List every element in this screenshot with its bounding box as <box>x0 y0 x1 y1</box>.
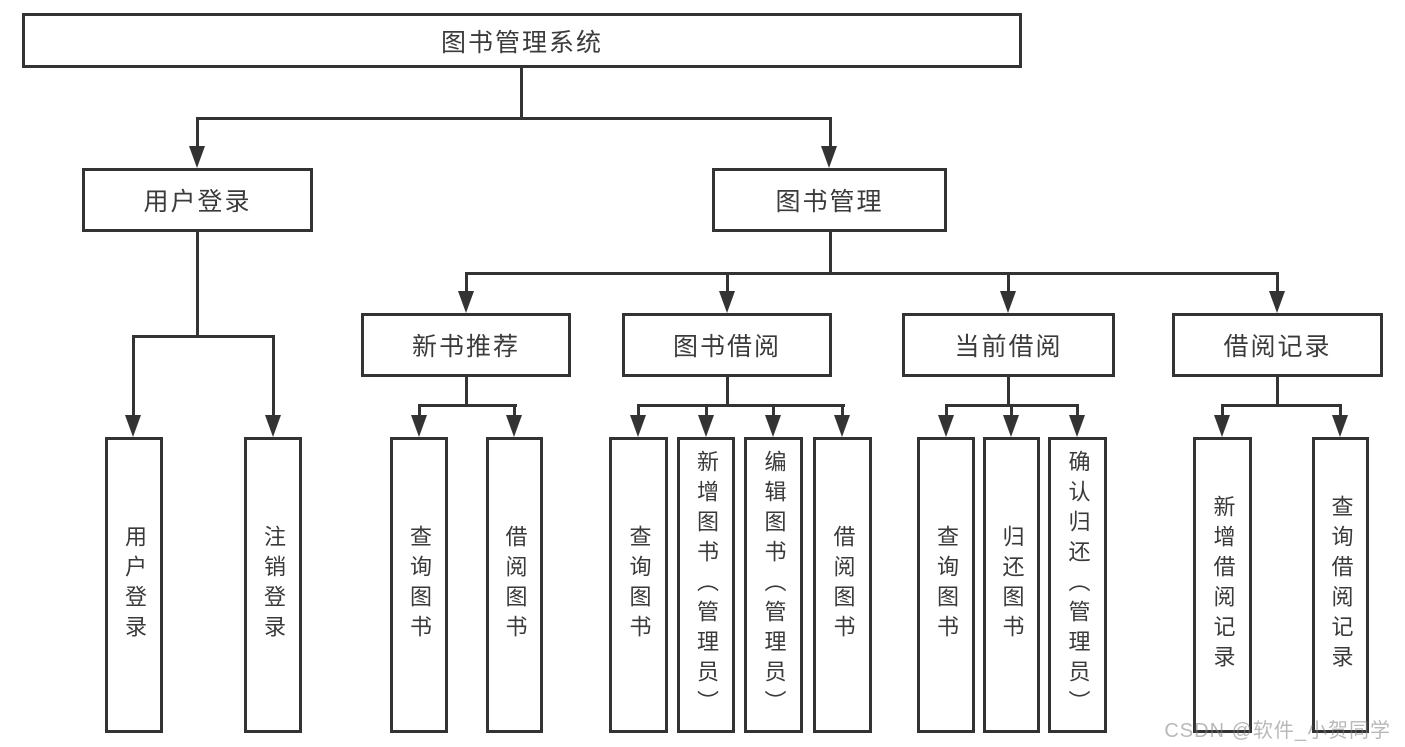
connector-l3-drop-4 <box>1276 272 1279 294</box>
node-book-borrow-label: 图书借阅 <box>672 333 781 361</box>
connector-currentborrow-drop-1 <box>945 404 948 418</box>
connector-l2-branch <box>196 117 832 120</box>
node-book-management-label: 图书管理 <box>775 188 884 216</box>
connector-bookmgmt-stem <box>829 232 832 274</box>
csdn-watermark: CSDN @软件_小贺同学 <box>1164 720 1391 742</box>
leaf-records-query-borrow-record: 查询借阅记录 <box>1312 437 1369 733</box>
arrow-down-icon <box>506 415 522 437</box>
connector-l3-branch <box>465 272 1279 275</box>
connector-borrowrecords-drop-2 <box>1339 404 1342 418</box>
leaf-bookborrow-add-books-admin: 新增图书（管理员） <box>677 437 735 733</box>
arrow-down-icon <box>698 415 714 437</box>
leaf-bookborrow-query-books-label: 查询图书 <box>626 525 652 645</box>
leaf-bookborrow-edit-books-admin-label: 编辑图书（管理员） <box>761 450 787 720</box>
arrow-down-icon <box>630 415 646 437</box>
connector-currentborrow-stem <box>1007 377 1010 407</box>
connector-bookborrow-drop-2 <box>705 404 708 418</box>
leaf-bookborrow-query-books: 查询图书 <box>609 437 668 733</box>
connector-newbooks-stem <box>465 377 468 407</box>
leaf-currentborrow-query-books: 查询图书 <box>917 437 975 733</box>
leaf-currentborrow-confirm-return-admin-label: 确认归还（管理员） <box>1065 450 1091 720</box>
connector-borrowrecords-stem <box>1276 377 1279 407</box>
leaf-bookborrow-borrow-books: 借阅图书 <box>813 437 872 733</box>
leaf-records-add-borrow-record: 新增借阅记录 <box>1193 437 1252 733</box>
arrow-down-icon <box>1069 415 1085 437</box>
node-user-login: 用户登录 <box>82 168 313 232</box>
leaf-records-add-borrow-record-label: 新增借阅记录 <box>1210 495 1236 675</box>
leaf-currentborrow-query-books-label: 查询图书 <box>934 525 959 645</box>
connector-l3-drop-3 <box>1007 272 1010 294</box>
connector-userlogin-stem <box>196 232 199 337</box>
node-current-borrow-label: 当前借阅 <box>954 333 1063 361</box>
arrow-down-icon <box>1269 291 1285 313</box>
connector-l3-drop-1 <box>465 272 468 294</box>
node-borrow-records: 借阅记录 <box>1172 313 1383 377</box>
arrow-down-icon <box>458 291 474 313</box>
connector-bookborrow-stem <box>726 377 729 407</box>
node-new-books-label: 新书推荐 <box>411 333 520 361</box>
leaf-bookborrow-edit-books-admin: 编辑图书（管理员） <box>744 437 803 733</box>
connector-currentborrow-drop-3 <box>1076 404 1079 418</box>
arrow-down-icon <box>765 415 781 437</box>
arrow-down-icon <box>265 415 281 437</box>
leaf-newbooks-query-books-label: 查询图书 <box>407 525 432 645</box>
node-root-system: 图书管理系统 <box>22 13 1022 68</box>
connector-l2-drop-left <box>196 117 199 149</box>
leaf-bookborrow-add-books-admin-label: 新增图书（管理员） <box>694 450 719 720</box>
node-book-borrow: 图书借阅 <box>622 313 832 377</box>
connector-bookborrow-drop-1 <box>637 404 640 418</box>
leaf-user-login: 用户登录 <box>105 437 163 733</box>
arrow-down-icon <box>1332 415 1348 437</box>
arrow-down-icon <box>189 146 205 168</box>
arrow-down-icon <box>125 415 141 437</box>
leaf-currentborrow-return-books: 归还图书 <box>983 437 1040 733</box>
node-root-label: 图书管理系统 <box>440 28 603 57</box>
connector-userlogin-drop-2 <box>272 335 275 417</box>
arrow-down-icon <box>821 146 837 168</box>
connector-root-stem <box>520 68 523 118</box>
connector-l2-drop-right <box>829 117 832 149</box>
arrow-down-icon <box>719 291 735 313</box>
connector-newbooks-branch <box>418 404 517 407</box>
node-user-login-label: 用户登录 <box>143 188 252 216</box>
connector-newbooks-drop-1 <box>418 404 421 418</box>
connector-newbooks-drop-2 <box>513 404 516 418</box>
leaf-newbooks-query-books: 查询图书 <box>390 437 448 733</box>
node-new-books: 新书推荐 <box>361 313 571 377</box>
leaf-currentborrow-confirm-return-admin: 确认归还（管理员） <box>1048 437 1107 733</box>
connector-bookborrow-drop-4 <box>841 404 844 418</box>
arrow-down-icon <box>1003 415 1019 437</box>
connector-borrowrecords-drop-1 <box>1221 404 1224 418</box>
node-current-borrow: 当前借阅 <box>902 313 1115 377</box>
leaf-user-login-label: 用户登录 <box>122 525 147 645</box>
connector-userlogin-branch <box>132 335 275 338</box>
arrow-down-icon <box>938 415 954 437</box>
arrow-down-icon <box>1214 415 1230 437</box>
connector-currentborrow-drop-2 <box>1010 404 1013 418</box>
leaf-logout-label: 注销登录 <box>261 525 286 645</box>
connector-bookborrow-branch <box>637 404 845 407</box>
leaf-bookborrow-borrow-books-label: 借阅图书 <box>830 525 856 645</box>
connector-userlogin-drop-1 <box>132 335 135 417</box>
node-book-management: 图书管理 <box>712 168 947 232</box>
arrow-down-icon <box>834 415 850 437</box>
arrow-down-icon <box>411 415 427 437</box>
connector-borrowrecords-branch <box>1221 404 1342 407</box>
leaf-logout: 注销登录 <box>244 437 302 733</box>
leaf-newbooks-borrow-books-label: 借阅图书 <box>502 525 528 645</box>
leaf-newbooks-borrow-books: 借阅图书 <box>486 437 543 733</box>
node-borrow-records-label: 借阅记录 <box>1223 333 1332 361</box>
connector-l3-drop-2 <box>726 272 729 294</box>
leaf-records-query-borrow-record-label: 查询借阅记录 <box>1328 495 1354 675</box>
leaf-currentborrow-return-books-label: 归还图书 <box>999 525 1025 645</box>
arrow-down-icon <box>1000 291 1016 313</box>
connector-bookborrow-drop-3 <box>772 404 775 418</box>
